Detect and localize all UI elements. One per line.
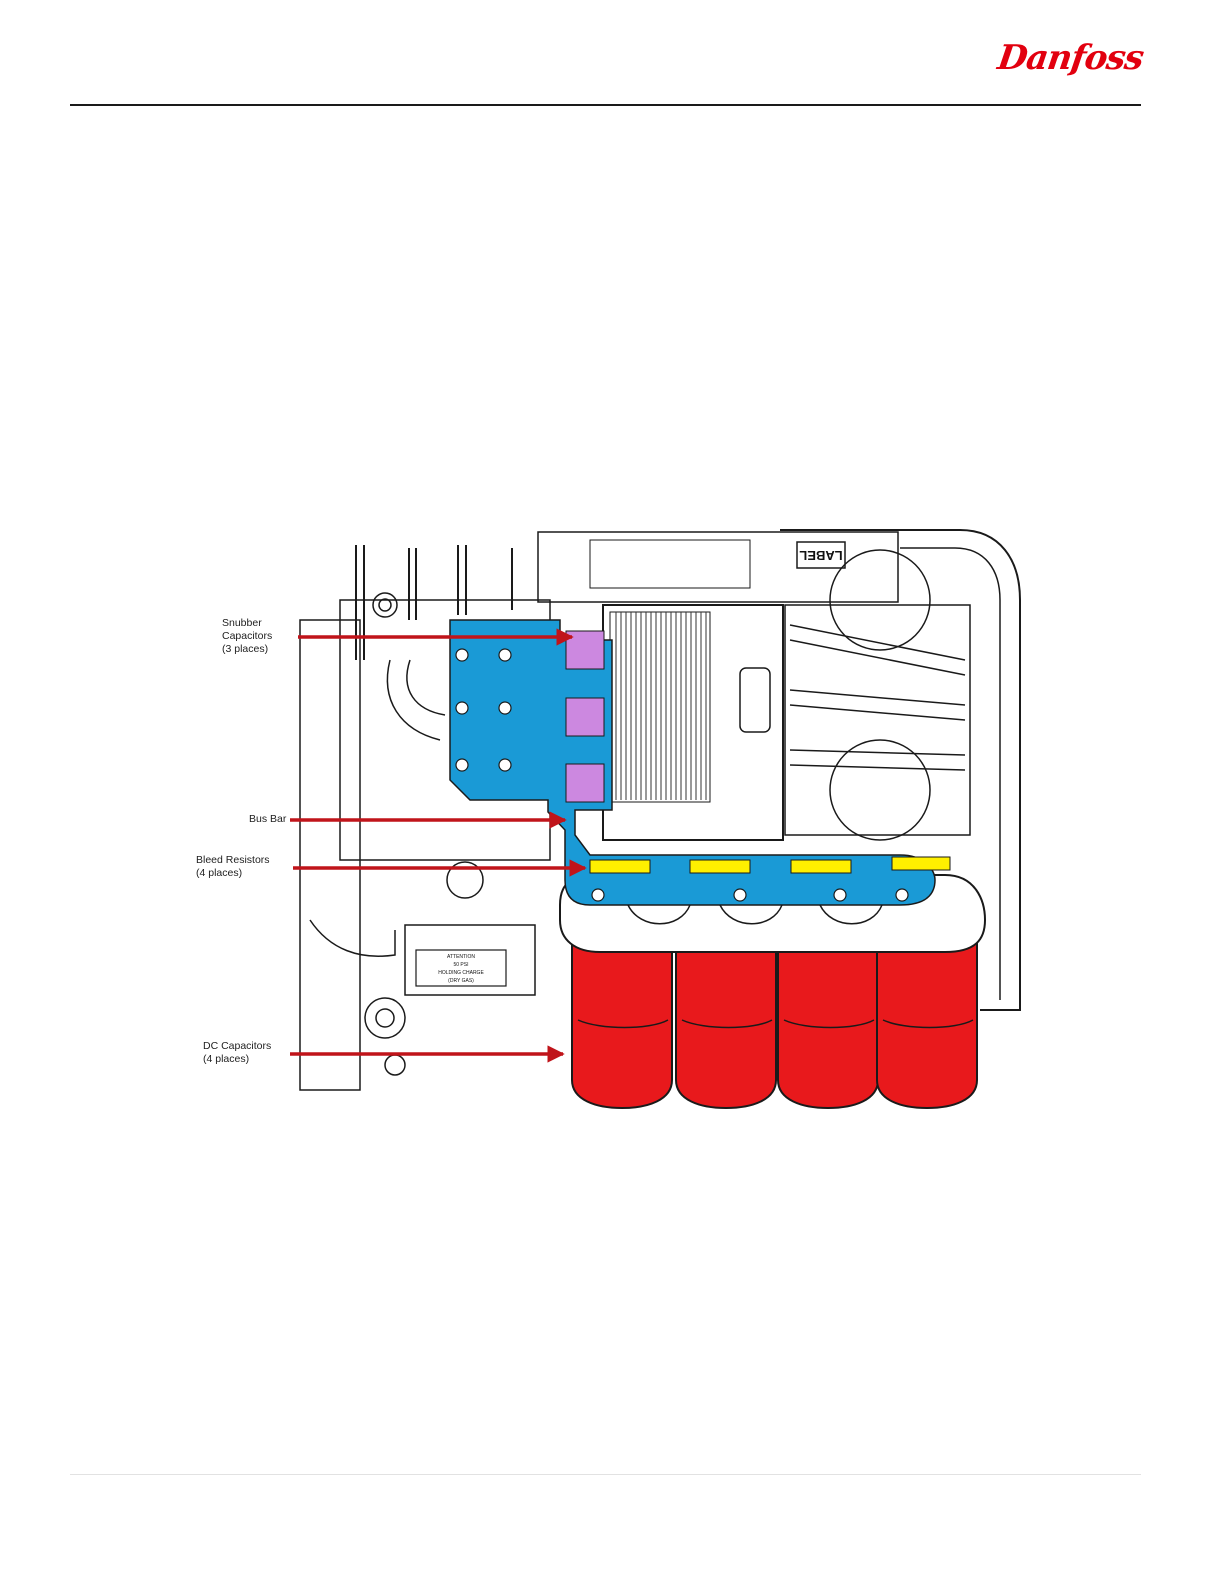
warning-plate: ATTENTION 50 PSI HOLDING CHARGE (DRY GAS… — [416, 950, 506, 986]
label-plate-text: LABEL — [799, 548, 842, 563]
svg-text:ATTENTION: ATTENTION — [447, 954, 475, 960]
svg-text:(DRY GAS): (DRY GAS) — [448, 978, 474, 984]
svg-text:HOLDING CHARGE: HOLDING CHARGE — [438, 970, 484, 976]
heat-sink-fins — [616, 612, 706, 800]
snubber-capacitors — [566, 631, 604, 802]
svg-text:50 PSI: 50 PSI — [453, 962, 468, 968]
dc-capacitors — [572, 940, 977, 1108]
footer-divider — [70, 1474, 1141, 1475]
